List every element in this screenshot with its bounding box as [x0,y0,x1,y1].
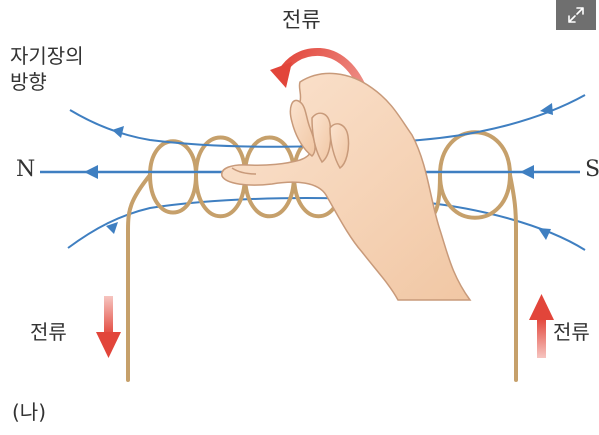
north-pole-label: N [16,157,35,182]
wire-right-leg [510,175,516,380]
wire-left-leg [128,175,150,380]
current-label-top: 전류 [282,4,321,34]
expand-icon [566,5,586,25]
current-label-right: 전류 [553,316,590,345]
current-label-left: 전류 [30,316,67,345]
field-direction-label-line1: 자기장의 [10,40,84,69]
hand-illustration [222,73,470,300]
figure-label: (나) [12,396,46,425]
field-line-lower [68,198,585,250]
arrowhead-lower-right [538,228,551,240]
current-arrow-left [96,296,121,358]
current-arrow-right [529,294,554,358]
arrowhead-upper-left [112,126,124,138]
arrowhead-center-right [520,165,534,179]
expand-button[interactable] [556,0,596,30]
arrowhead-center-left [84,165,98,179]
south-pole-label: S [585,157,599,182]
field-direction-label-line2: 방향 [10,66,47,95]
